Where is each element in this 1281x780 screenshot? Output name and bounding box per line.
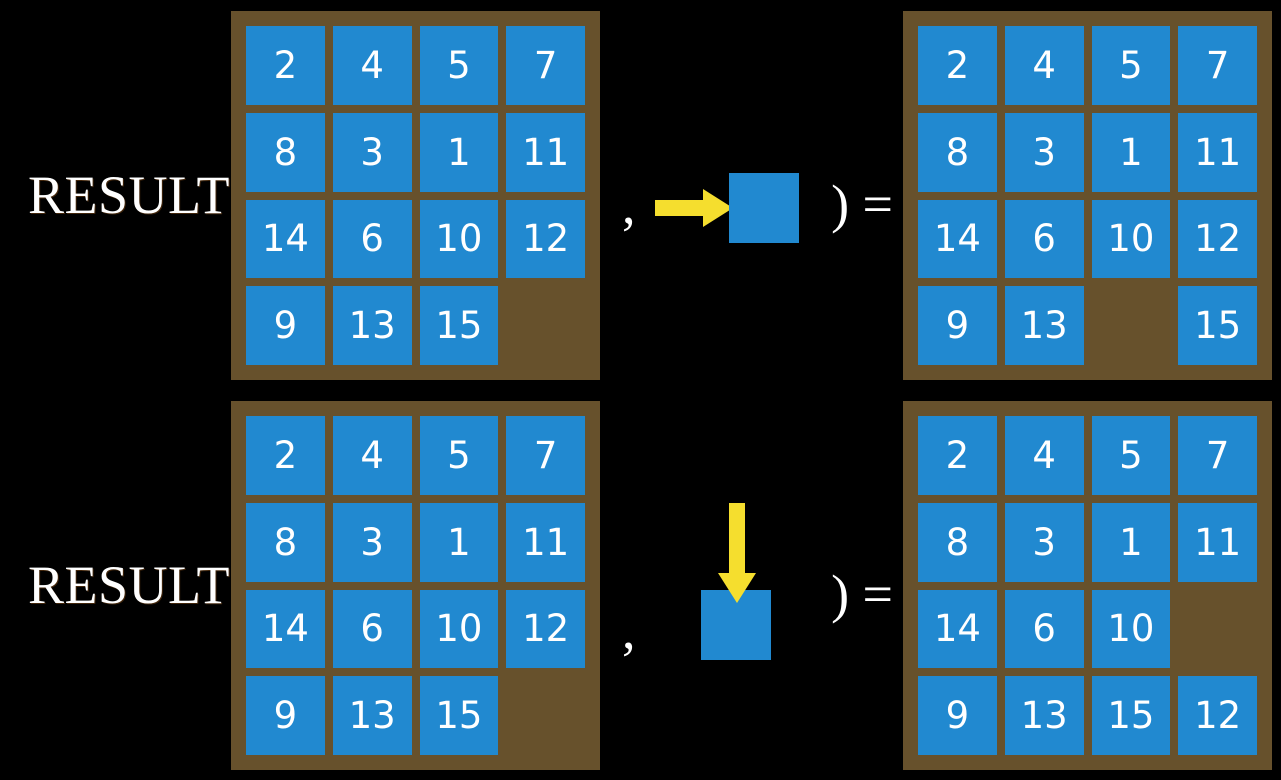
tile[interactable]: 4 <box>1004 26 1084 105</box>
tile[interactable]: 6 <box>332 589 412 669</box>
operator-group-row-1: , ) = <box>600 0 903 390</box>
tile[interactable]: 2 <box>246 26 325 105</box>
tile[interactable]: 7 <box>1178 26 1257 105</box>
tile[interactable]: 11 <box>506 502 585 582</box>
tile[interactable]: 8 <box>246 502 325 582</box>
argument-separator-comma: , <box>622 600 636 660</box>
tile[interactable]: 3 <box>1004 112 1084 192</box>
tile[interactable]: 12 <box>506 589 585 669</box>
blank-tile[interactable] <box>1178 590 1257 669</box>
tile[interactable]: 7 <box>1178 416 1257 495</box>
tile[interactable]: 4 <box>332 26 412 105</box>
result-function-label: RESULT( <box>28 555 249 615</box>
close-paren-equals-label: ) = <box>831 174 893 234</box>
tile[interactable]: 1 <box>1091 112 1171 192</box>
tile[interactable]: 10 <box>419 589 499 669</box>
result-function-label: RESULT( <box>28 165 249 225</box>
tile[interactable]: 8 <box>918 112 997 192</box>
operator-group-row-2: , ) = <box>600 390 903 780</box>
tile[interactable]: 15 <box>419 676 499 755</box>
tile[interactable]: 8 <box>918 502 997 582</box>
tile[interactable]: 14 <box>918 589 997 669</box>
tile[interactable]: 2 <box>246 416 325 495</box>
tile[interactable]: 9 <box>918 676 997 755</box>
tile-grid: 2 4 5 7 8 3 1 11 14 6 10 9 13 15 12 <box>918 416 1257 755</box>
argument-separator-comma: , <box>622 175 636 235</box>
tile-grid: 2 4 5 7 8 3 1 11 14 6 10 12 9 13 15 <box>246 416 585 755</box>
tile[interactable]: 13 <box>1004 676 1084 755</box>
tile[interactable]: 2 <box>918 416 997 495</box>
close-paren-equals-label: ) = <box>831 564 893 624</box>
blank-tile[interactable] <box>506 286 585 365</box>
arrow-down-icon <box>718 503 756 603</box>
input-board-row-1: 2 4 5 7 8 3 1 11 14 6 10 12 9 13 15 <box>231 11 600 380</box>
tile[interactable]: 13 <box>332 676 412 755</box>
tile[interactable]: 5 <box>1091 26 1171 105</box>
arrow-right-icon <box>655 189 733 227</box>
tile[interactable]: 5 <box>419 416 499 495</box>
tile[interactable]: 14 <box>918 199 997 279</box>
input-board-row-2: 2 4 5 7 8 3 1 11 14 6 10 12 9 13 15 <box>231 401 600 770</box>
blank-tile[interactable] <box>506 676 585 755</box>
tile[interactable]: 7 <box>506 416 585 495</box>
move-target-square <box>701 590 771 660</box>
equation-row-move-right: RESULT( 2 4 5 7 8 3 1 11 14 6 10 12 9 13… <box>28 0 1272 390</box>
output-board-row-2: 2 4 5 7 8 3 1 11 14 6 10 9 13 15 12 <box>903 401 1272 770</box>
blank-tile[interactable] <box>1092 286 1171 365</box>
tile[interactable]: 11 <box>1178 112 1257 192</box>
tile[interactable]: 15 <box>1178 286 1257 365</box>
tile[interactable]: 15 <box>419 286 499 365</box>
tile[interactable]: 9 <box>246 676 325 755</box>
tile[interactable]: 4 <box>1004 416 1084 495</box>
tile[interactable]: 11 <box>1178 502 1257 582</box>
tile[interactable]: 7 <box>506 26 585 105</box>
tile[interactable]: 13 <box>1004 286 1084 365</box>
tile[interactable]: 10 <box>1091 199 1171 279</box>
tile[interactable]: 1 <box>1091 502 1171 582</box>
tile[interactable]: 12 <box>1178 676 1257 755</box>
tile-grid: 2 4 5 7 8 3 1 11 14 6 10 12 9 13 15 <box>246 26 585 365</box>
tile-grid: 2 4 5 7 8 3 1 11 14 6 10 12 9 13 15 <box>918 26 1257 365</box>
equation-row-move-down: RESULT( 2 4 5 7 8 3 1 11 14 6 10 12 9 13… <box>0 390 1281 780</box>
tile[interactable]: 4 <box>332 416 412 495</box>
tile[interactable]: 9 <box>918 286 997 365</box>
tile[interactable]: 11 <box>506 112 585 192</box>
tile[interactable]: 6 <box>1004 199 1084 279</box>
tile[interactable]: 3 <box>1004 502 1084 582</box>
tile[interactable]: 2 <box>918 26 997 105</box>
tile[interactable]: 13 <box>332 286 412 365</box>
tile[interactable]: 12 <box>1178 199 1257 279</box>
tile[interactable]: 9 <box>246 286 325 365</box>
tile[interactable]: 6 <box>1004 589 1084 669</box>
tile[interactable]: 6 <box>332 199 412 279</box>
tile[interactable]: 10 <box>419 199 499 279</box>
tile[interactable]: 5 <box>419 26 499 105</box>
tile[interactable]: 15 <box>1091 676 1171 755</box>
tile[interactable]: 3 <box>332 112 412 192</box>
tile[interactable]: 1 <box>419 112 499 192</box>
move-target-square <box>729 173 799 243</box>
tile[interactable]: 10 <box>1091 589 1171 669</box>
tile[interactable]: 12 <box>506 199 585 279</box>
tile[interactable]: 14 <box>246 199 325 279</box>
tile[interactable]: 3 <box>332 502 412 582</box>
tile[interactable]: 5 <box>1091 416 1171 495</box>
tile[interactable]: 8 <box>246 112 325 192</box>
tile[interactable]: 14 <box>246 589 325 669</box>
output-board-row-1: 2 4 5 7 8 3 1 11 14 6 10 12 9 13 15 <box>903 11 1272 380</box>
tile[interactable]: 1 <box>419 502 499 582</box>
